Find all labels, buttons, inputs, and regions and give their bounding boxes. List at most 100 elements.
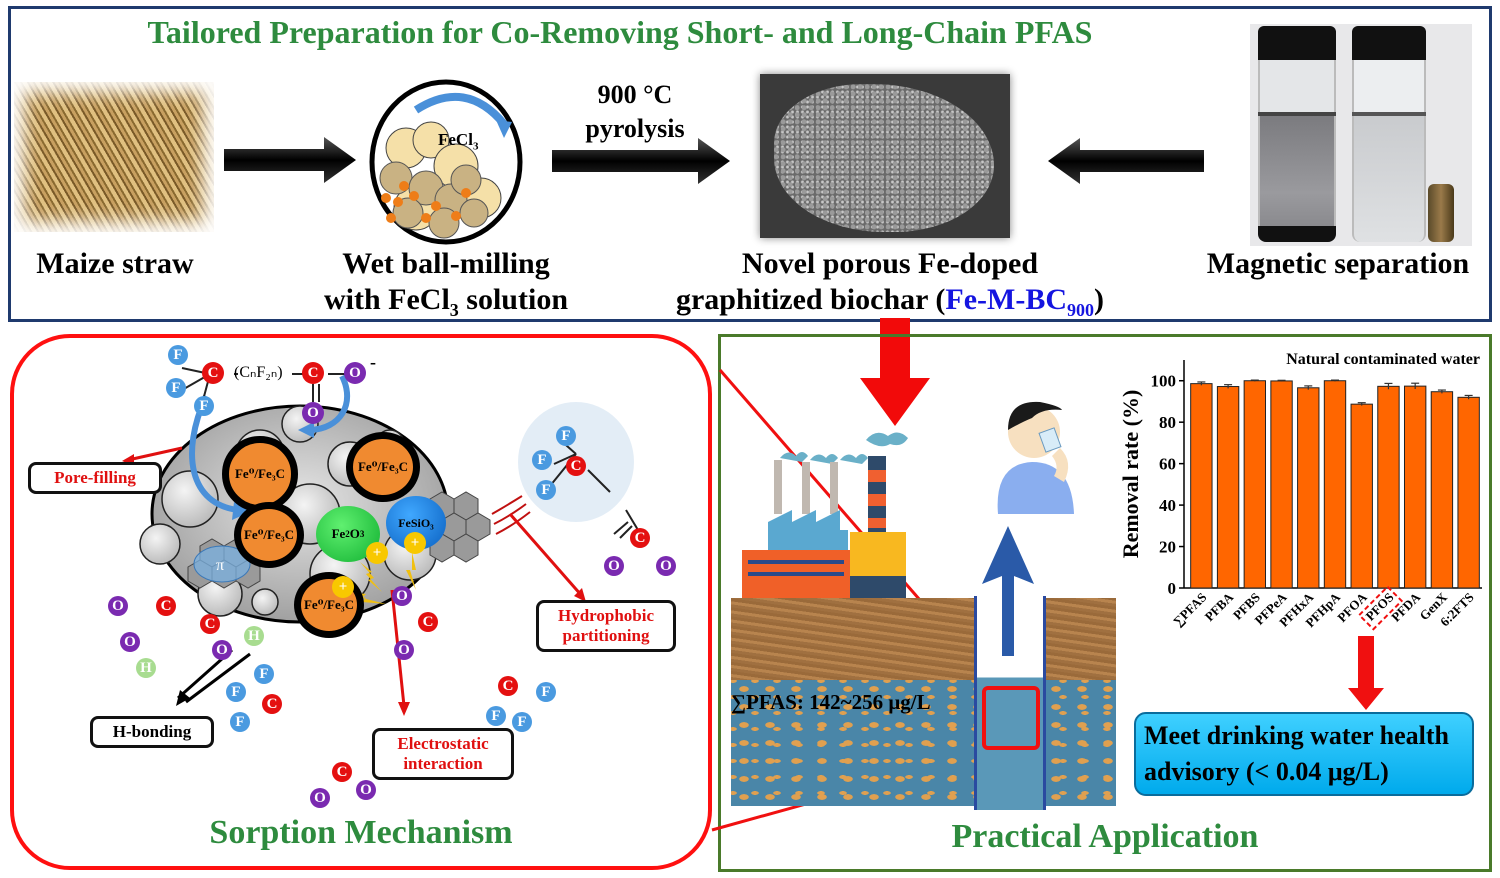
fluorine-atom: F	[230, 712, 250, 732]
oxygen-atom: O	[310, 788, 330, 808]
carbon-atom: C	[262, 694, 282, 714]
biochar-suffix: )	[1094, 283, 1105, 316]
y-tick-label: 0	[1168, 579, 1177, 598]
pore-filling-pointer	[127, 446, 183, 462]
oxygen-atom: O	[344, 362, 366, 384]
positive-charge: +	[366, 542, 388, 564]
carbon-atom: C	[498, 676, 518, 696]
bar	[1457, 396, 1480, 589]
y-tick-label: 40	[1159, 496, 1176, 515]
fe2o3-sub2: 3	[359, 529, 365, 539]
practical-application-panel	[718, 334, 1492, 872]
fluorine-atom: F	[486, 706, 506, 726]
soil-layer	[731, 598, 1116, 680]
oxygen-atom: O	[212, 640, 232, 660]
arrow-up-icon	[982, 526, 1034, 656]
electrostatic-label: Electrostatic interaction	[397, 734, 489, 773]
arrow-down-icon	[860, 318, 930, 426]
hydrogen-atom: H	[244, 626, 264, 646]
vial-left	[1258, 26, 1336, 242]
carbon-atom: C	[418, 612, 438, 632]
pyrolysis-text: pyrolysis	[585, 114, 685, 143]
carbon-atom: C	[302, 362, 324, 384]
fluorine-atom: F	[168, 345, 188, 365]
fluorine-atom: F	[512, 712, 532, 732]
sorption-mechanism-panel	[10, 334, 712, 870]
chain-label: (CₙF₂ₙ)	[234, 364, 283, 381]
oxygen-atom: O	[120, 632, 140, 652]
fluorine-atom: F	[194, 396, 214, 416]
biochar-line2: graphitized biochar (Fe-M-BC900)	[630, 282, 1150, 328]
ball-milling-line2: with FeCl3 solution	[296, 282, 596, 328]
pi-label: π	[216, 557, 224, 574]
biochar-prefix: graphitized biochar (	[675, 283, 946, 316]
carbon-atom: C	[332, 762, 352, 782]
oxygen-atom: O	[394, 640, 414, 660]
well-highlight-box	[982, 686, 1040, 750]
magnet	[1428, 184, 1454, 242]
oxygen-atom: O	[302, 402, 324, 424]
fe2o3-fe: Fe	[331, 526, 346, 541]
person-drinking-icon	[997, 401, 1074, 514]
bar	[1216, 386, 1240, 589]
hydrophobic-pointer	[508, 513, 584, 597]
carbon-atom: C	[566, 456, 586, 476]
chart-title: Natural contaminated water	[1286, 351, 1480, 368]
sorption-panel-title: Sorption Mechanism	[209, 814, 513, 851]
fe-carbide-particle: Fe⁰/Fe₃C	[234, 502, 304, 568]
step-label-ball-milling: Wet ball-milling with FeCl3 solution	[296, 246, 596, 328]
pyrolysis-temperature: 900 °C	[597, 80, 673, 109]
preparation-panel	[8, 6, 1492, 322]
fecl3-sub: 3	[472, 140, 479, 153]
advisory-line2: advisory (< 0.04 μg/L)	[1144, 757, 1389, 786]
fluorine-atom: F	[536, 480, 556, 500]
carbon-atom: C	[202, 362, 224, 384]
ball-milling-suffix: solution	[458, 283, 569, 316]
oxygen-atom: O	[604, 556, 624, 576]
mechanism-electrostatic-interaction: Electrostatic interaction	[372, 728, 514, 780]
bar	[1403, 385, 1427, 589]
pyrolysis-label: 900 °C pyrolysis	[560, 78, 710, 146]
y-tick-label: 100	[1151, 372, 1177, 391]
oxygen-atom: O	[356, 780, 376, 800]
preparation-title: Tailored Preparation for Co-Removing Sho…	[147, 14, 1093, 50]
biochar-highlight: Fe-M-BC900	[945, 283, 1094, 320]
fluorine-atom: F	[532, 450, 552, 470]
y-tick-label: 20	[1159, 538, 1176, 557]
bar	[1430, 391, 1454, 589]
pfas-concentration-label: ∑PFAS: 142~256 μg/L	[731, 690, 931, 714]
pfos-highlight-box	[1357, 585, 1404, 631]
mechanism-hydrophobic-partitioning: Hydrophobic partitioning	[536, 600, 676, 652]
positive-charge: +	[404, 532, 426, 554]
arrow-left-icon	[1048, 138, 1204, 184]
positive-charge: +	[332, 576, 354, 598]
application-panel-title: Practical Application	[951, 818, 1259, 855]
bar	[1297, 387, 1320, 589]
advisory-line1: Meet drinking water health	[1144, 721, 1449, 750]
ball-milling-prefix: with FeCl	[323, 283, 450, 316]
hydrogen-atom: H	[136, 658, 156, 678]
y-tick-label: 80	[1159, 413, 1176, 432]
carbon-atom: C	[200, 614, 220, 634]
fecl3-text: FeCl	[438, 130, 473, 149]
vial-right	[1352, 26, 1426, 242]
fe-carbide-particle: Fe⁰/Fe₃C	[294, 572, 364, 638]
fluorine-atom: F	[254, 664, 274, 684]
step-label-magnetic: Magnetic separation	[1206, 247, 1470, 280]
vials-photo	[1250, 24, 1472, 246]
arrow-right-icon	[224, 137, 356, 183]
oxygen-atom: O	[392, 586, 412, 606]
step-label-biochar: Novel porous Fe-doped graphitized biocha…	[630, 246, 1150, 328]
fe2o3-o: O	[349, 526, 360, 541]
fluorine-atom: F	[226, 682, 246, 702]
ball-milling-sub: 3	[449, 300, 459, 320]
fluorine-atom: F	[166, 378, 186, 398]
carbon-atom: C	[630, 528, 650, 548]
fluorine-atom: F	[556, 426, 576, 446]
bar	[1350, 403, 1373, 589]
sem-micrograph	[760, 74, 1010, 238]
carbon-atom: C	[156, 596, 176, 616]
fluorine-atom: F	[536, 682, 556, 702]
charge-minus: -	[370, 352, 376, 372]
